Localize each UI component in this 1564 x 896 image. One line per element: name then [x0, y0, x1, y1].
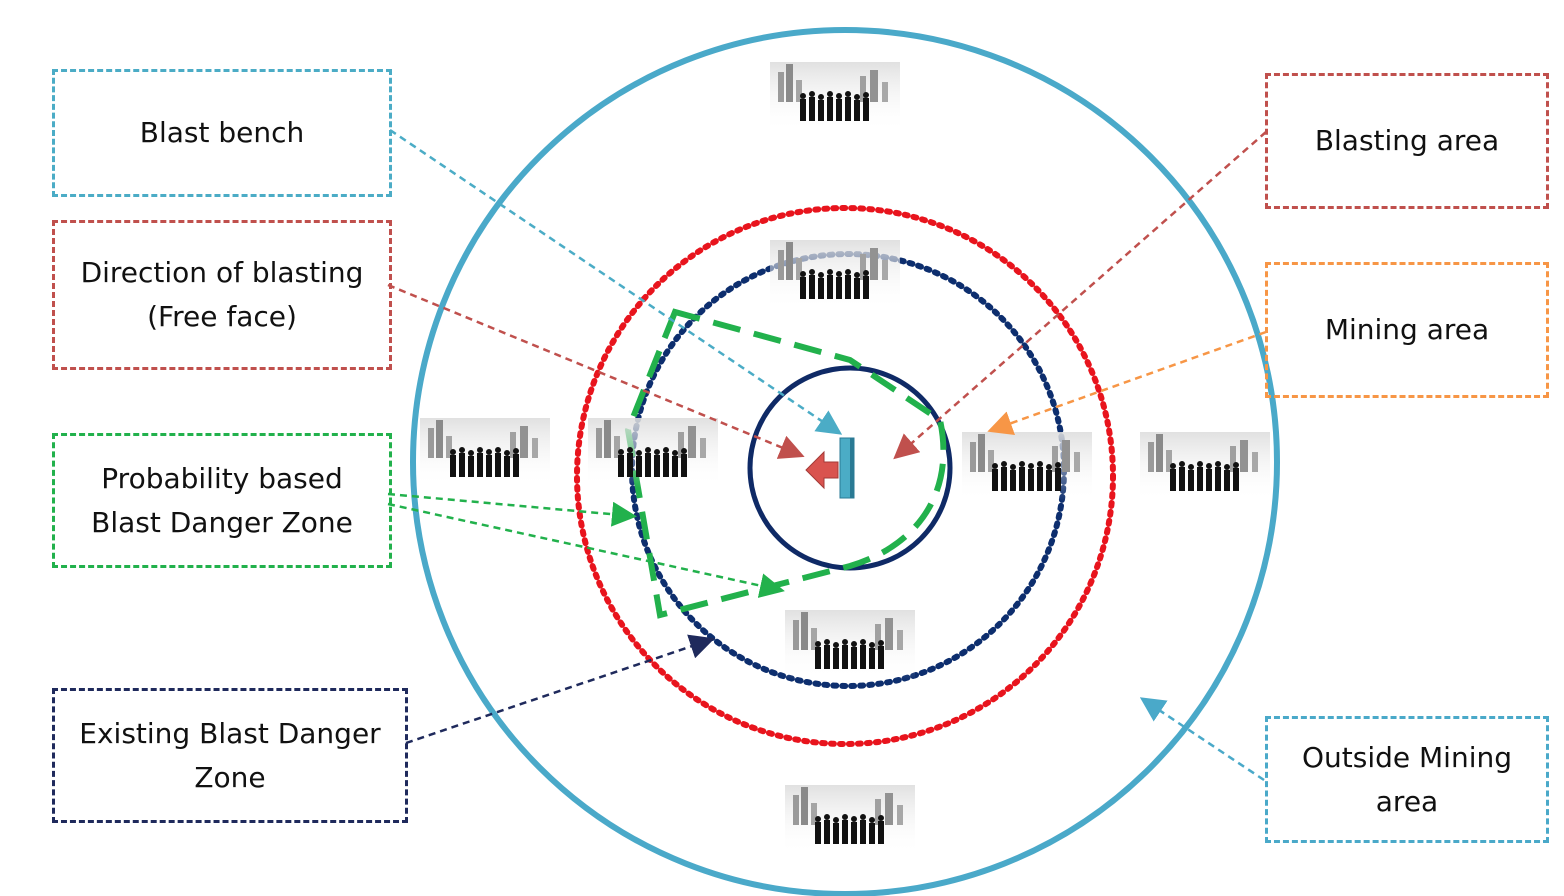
label-probability-line-1: Probability based: [101, 461, 343, 495]
people-crowd-icon: [1140, 432, 1270, 502]
label-probability-zone: Probability based Blast Danger Zone: [52, 433, 392, 568]
people-crowd-icon: [420, 418, 550, 488]
label-existing-zone: Existing Blast Danger Zone: [52, 688, 408, 823]
label-probability-line-2: Blast Danger Zone: [91, 505, 353, 539]
people-crowd-icon: [770, 62, 900, 132]
people-crowd-icon: [785, 785, 915, 855]
label-blast-bench-text: Blast bench: [139, 116, 305, 149]
people-crowd-icon: [962, 432, 1092, 502]
probability-zone-connector-1: [387, 492, 637, 527]
label-outside-line-2: area: [1375, 784, 1439, 818]
label-direction-of-blasting: Direction of blasting (Free face): [52, 220, 392, 370]
existing-zone-connector: [405, 634, 715, 745]
blasting-area-connector: [893, 131, 1267, 460]
direction-connector: [387, 283, 805, 459]
blast-bench-icon: [805, 437, 855, 499]
probability-zone-connector-2: [387, 502, 785, 598]
label-direction-line-1: Direction of blasting: [80, 256, 364, 289]
probability-zone-outline: [624, 308, 947, 619]
people-crowd-icon: [770, 240, 900, 310]
label-mining-area-text: Mining area: [1324, 313, 1490, 346]
outside-mining-circle: [410, 27, 1280, 896]
blasting-area-circle: [574, 205, 1116, 747]
label-blast-bench: Blast bench: [52, 69, 392, 197]
people-crowd-icon: [588, 418, 718, 488]
label-existing-line-1: Existing Blast Danger: [79, 716, 381, 750]
blast-bench-connector: [389, 128, 843, 435]
label-outside-line-1: Outside Mining: [1301, 740, 1512, 774]
label-outside-mining: Outside Mining area: [1265, 716, 1549, 843]
label-blasting-area-text: Blasting area: [1314, 124, 1500, 157]
label-blasting-area: Blasting area: [1265, 73, 1549, 209]
people-crowd-icon: [785, 610, 915, 680]
label-existing-line-2: Zone: [194, 760, 266, 794]
label-direction-line-2: (Free face): [147, 300, 297, 333]
outside-mining-connector: [1139, 697, 1265, 782]
mining-area-connector: [987, 330, 1267, 436]
label-mining-area: Mining area: [1265, 262, 1549, 398]
